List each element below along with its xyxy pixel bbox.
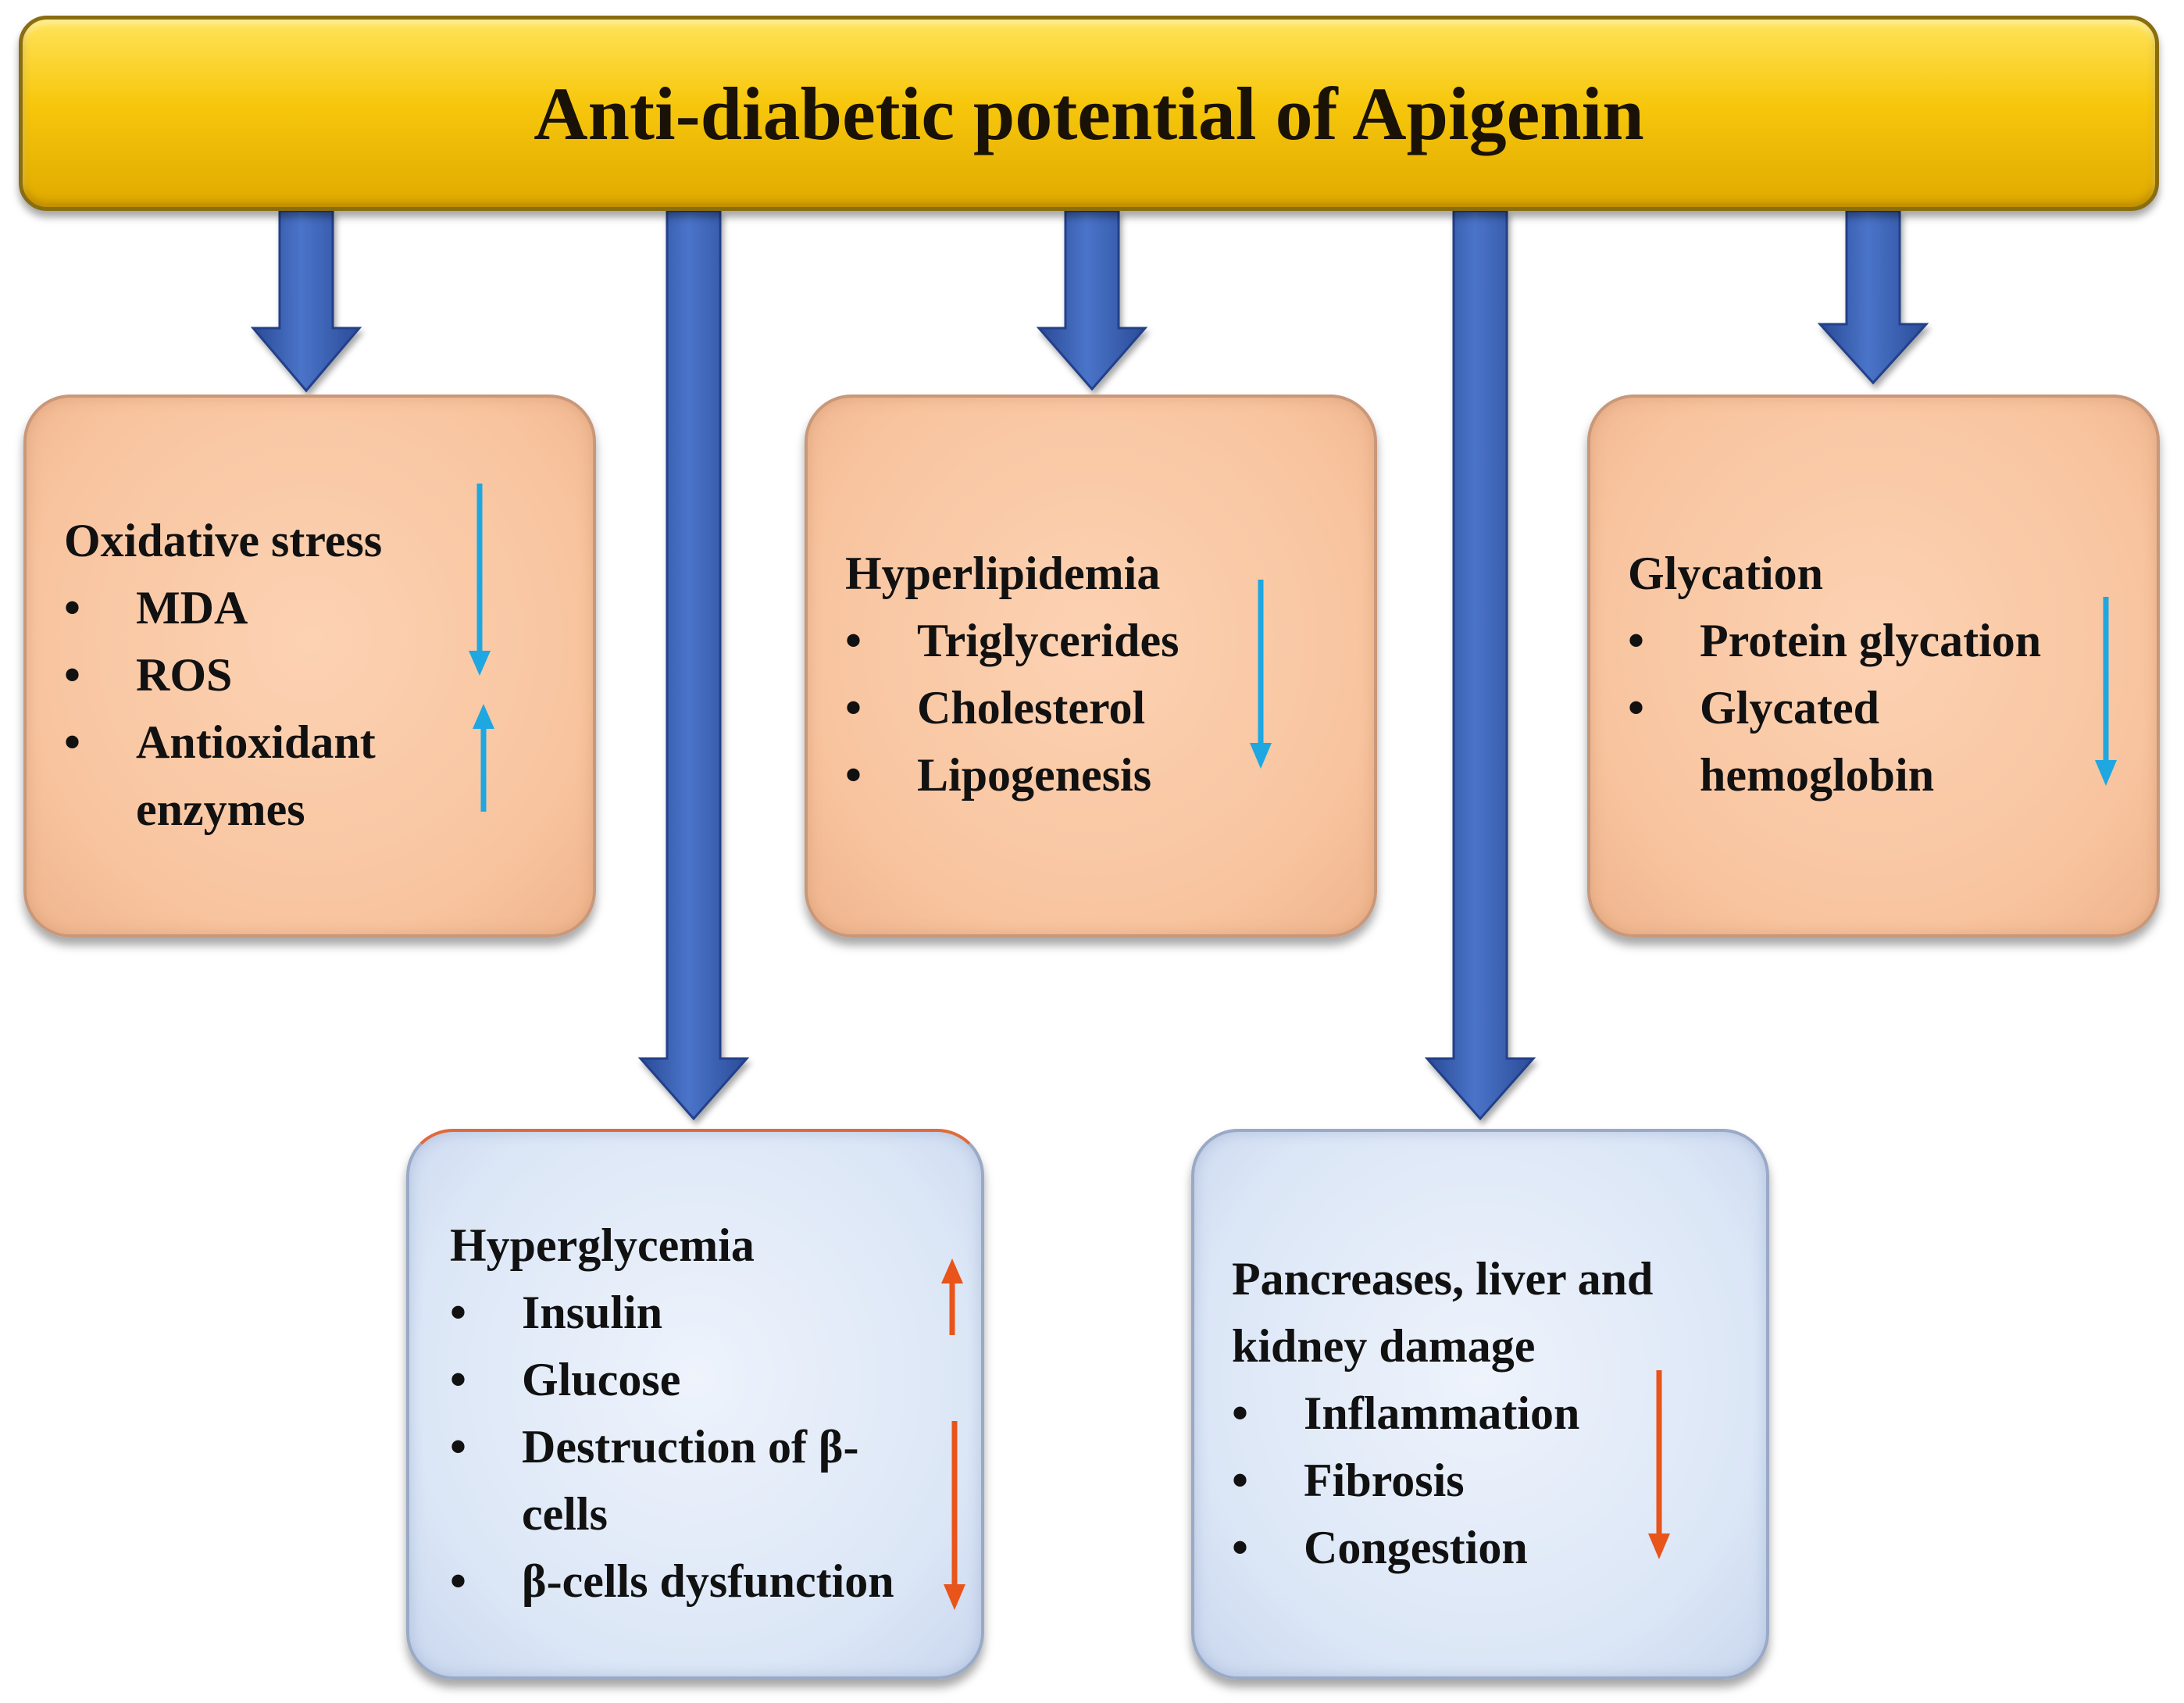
oxidative-stress-box: Oxidative stress • MDA • ROS • Antioxidant … xyxy=(23,395,596,937)
glycation-box: Glycation • Protein glycation • Glycated h… xyxy=(1587,395,2160,937)
glycation-heading: Glycation xyxy=(1628,548,1823,599)
item-label: Destruction of β- xyxy=(522,1421,859,1473)
list-item: • MDA xyxy=(64,574,376,641)
list-item-continuation: hemoglobin xyxy=(1628,741,2041,809)
bullet: • xyxy=(450,1354,467,1405)
bullet: • xyxy=(450,1287,467,1338)
bullet: • xyxy=(450,1421,467,1473)
item-label: cells xyxy=(522,1488,608,1540)
diagram-title: Anti-diabetic potential of Apigenin xyxy=(534,71,1644,155)
glycation-list: • Protein glycation • Glycated hemoglobin xyxy=(1628,607,2041,809)
hyperlipidemia-list: • Triglycerides • Cholesterol • Lipogenesis xyxy=(845,607,1179,809)
item-label: Fibrosis xyxy=(1304,1455,1465,1506)
list-item: • Triglycerides xyxy=(845,607,1179,674)
oxidative-stress-heading: Oxidative stress xyxy=(64,515,383,566)
increase-arrow-icon xyxy=(473,704,494,812)
list-item: • Congestion xyxy=(1232,1514,1579,1581)
bullet: • xyxy=(1232,1455,1249,1506)
item-label: Lipogenesis xyxy=(917,749,1152,801)
oxidative-stress-list: • MDA • ROS • Antioxidant enzymes xyxy=(64,574,376,843)
bullet: • xyxy=(1628,682,1645,734)
arrow-to-organ-damage xyxy=(1424,209,1536,1121)
list-item: • Glucose xyxy=(450,1346,894,1413)
list-item: • Protein glycation xyxy=(1628,607,2041,674)
bullet: • xyxy=(450,1555,467,1607)
decrease-arrow-icon xyxy=(944,1421,965,1610)
list-item: • Lipogenesis xyxy=(845,741,1179,809)
increase-arrow-icon xyxy=(941,1259,963,1335)
list-item-continuation: enzymes xyxy=(64,776,376,843)
arrow-to-glycation xyxy=(1817,209,1929,385)
hyperglycemia-heading: Hyperglycemia xyxy=(450,1219,755,1271)
item-label: Cholesterol xyxy=(917,682,1146,734)
title-banner: Anti-diabetic potential of Apigenin xyxy=(19,16,2159,211)
list-item: • Fibrosis xyxy=(1232,1447,1579,1514)
bullet: • xyxy=(64,649,81,701)
bullet: • xyxy=(845,615,862,666)
item-label: MDA xyxy=(136,582,248,634)
decrease-arrow-icon xyxy=(1648,1370,1670,1559)
list-item: • Insulin xyxy=(450,1279,894,1346)
decrease-arrow-icon xyxy=(469,484,491,676)
arrow-to-oxidative-stress xyxy=(250,209,362,393)
list-item: • ROS xyxy=(64,641,376,709)
bullet: • xyxy=(845,749,862,801)
item-label: Triglycerides xyxy=(917,615,1179,666)
item-label: hemoglobin xyxy=(1700,749,1935,801)
hyperlipidemia-box: Hyperlipidemia • Triglycerides • Cholester… xyxy=(805,395,1377,937)
item-label: Glycated xyxy=(1700,682,1879,734)
list-item: • Glycated xyxy=(1628,674,2041,741)
organ-damage-list: • Inflammation • Fibrosis • Congestion xyxy=(1232,1380,1579,1581)
item-label: Glucose xyxy=(522,1354,681,1405)
item-label: enzymes xyxy=(136,784,305,835)
organ-damage-box: Pancreases, liver and kidney damage • Inf… xyxy=(1191,1129,1769,1680)
item-label: Inflammation xyxy=(1304,1387,1580,1439)
item-label: β-cells dysfunction xyxy=(522,1555,894,1607)
item-label: Congestion xyxy=(1304,1522,1528,1573)
hyperglycemia-list: • Insulin • Glucose • Destruction of β- cel… xyxy=(450,1279,894,1615)
item-label: ROS xyxy=(136,649,233,701)
list-item: • Antioxidant xyxy=(64,709,376,776)
bullet: • xyxy=(1628,615,1645,666)
bullet: • xyxy=(64,716,81,768)
item-label: Antioxidant xyxy=(136,716,376,768)
bullet: • xyxy=(1232,1387,1249,1439)
list-item: • Inflammation xyxy=(1232,1380,1579,1447)
arrow-to-hyperlipidemia xyxy=(1036,209,1148,391)
decrease-arrow-icon xyxy=(2095,597,2117,786)
bullet: • xyxy=(64,582,81,634)
organ-damage-heading-line2: kidney damage xyxy=(1232,1320,1536,1372)
hyperlipidemia-heading: Hyperlipidemia xyxy=(845,548,1161,599)
hyperglycemia-box: Hyperglycemia • Insulin • Glucose • Destruc… xyxy=(406,1129,984,1680)
decrease-arrow-icon xyxy=(1250,580,1272,769)
item-label: Protein glycation xyxy=(1700,615,2042,666)
list-item-continuation: cells xyxy=(450,1480,894,1548)
bullet: • xyxy=(1232,1522,1249,1573)
list-item: • Cholesterol xyxy=(845,674,1179,741)
organ-damage-heading: Pancreases, liver and kidney damage xyxy=(1232,1245,1653,1380)
list-item: • β-cells dysfunction xyxy=(450,1548,894,1615)
bullet: • xyxy=(845,682,862,734)
list-item: • Destruction of β- xyxy=(450,1413,894,1480)
organ-damage-heading-line1: Pancreases, liver and xyxy=(1232,1253,1654,1305)
arrow-to-hyperglycemia xyxy=(637,209,750,1121)
item-label: Insulin xyxy=(522,1287,663,1338)
